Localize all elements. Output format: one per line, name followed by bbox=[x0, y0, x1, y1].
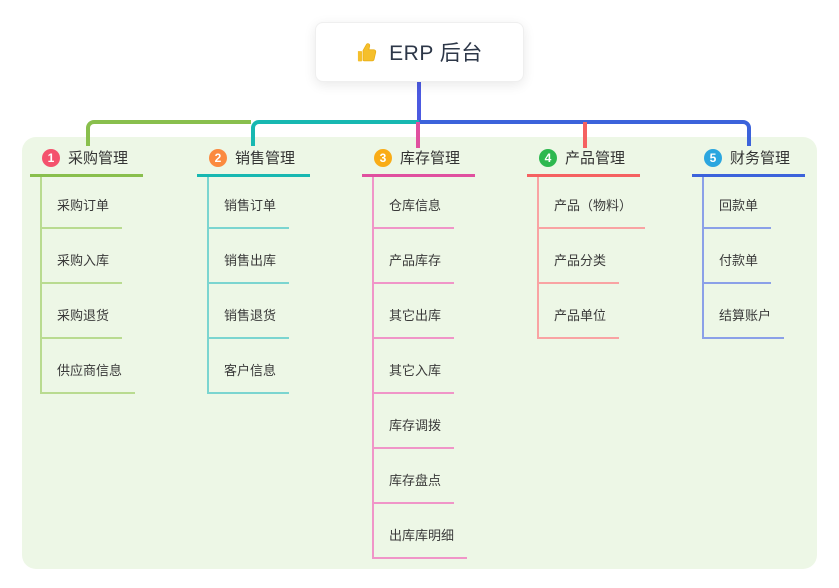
branch-children: 回款单 付款单 结算账户 bbox=[702, 177, 805, 339]
child-node-label: 销售出库 bbox=[224, 253, 277, 268]
child-node[interactable]: 结算账户 bbox=[704, 284, 785, 339]
child-node[interactable]: 客户信息 bbox=[209, 339, 290, 394]
branch-title-product[interactable]: 4 产品管理 bbox=[527, 145, 641, 177]
root-node[interactable]: ERP 后台 bbox=[315, 22, 524, 82]
child-node[interactable]: 采购入库 bbox=[42, 229, 123, 284]
child-node[interactable]: 其它入库 bbox=[374, 339, 455, 394]
child-node-label: 其它入库 bbox=[389, 363, 442, 378]
branch-title-label: 库存管理 bbox=[400, 150, 461, 167]
child-node[interactable]: 产品分类 bbox=[539, 229, 620, 284]
branch-number-badge: 4 bbox=[539, 148, 557, 167]
child-node-label: 产品分类 bbox=[554, 253, 607, 268]
branch-children: 销售订单 销售出库 销售退货 客户信息 bbox=[207, 177, 310, 394]
root-connector-line bbox=[417, 81, 421, 122]
connector-purchase bbox=[86, 120, 251, 146]
child-node-label: 其它出库 bbox=[389, 308, 442, 323]
child-node-label: 采购退货 bbox=[57, 308, 110, 323]
branch-number-badge: 2 bbox=[209, 148, 227, 167]
branch-children: 仓库信息 产品库存 其它出库 其它入库 库存调拨 库存盘点 出库库明细 bbox=[372, 177, 475, 559]
branch-title-inventory[interactable]: 3 库存管理 bbox=[362, 145, 476, 177]
child-node-label: 采购订单 bbox=[57, 198, 110, 213]
branch-number-badge: 1 bbox=[42, 148, 60, 167]
child-node-label: 付款单 bbox=[719, 253, 759, 268]
child-node[interactable]: 采购订单 bbox=[42, 177, 123, 229]
branch-finance: 5 财务管理 回款单 付款单 结算账户 bbox=[692, 145, 806, 339]
child-node-label: 销售订单 bbox=[224, 198, 277, 213]
branch-title-finance[interactable]: 5 财务管理 bbox=[692, 145, 806, 177]
child-node-label: 仓库信息 bbox=[389, 198, 442, 213]
child-node[interactable]: 供应商信息 bbox=[42, 339, 136, 394]
branch-title-label: 财务管理 bbox=[730, 150, 791, 167]
mindmap-background-panel bbox=[22, 137, 817, 569]
branch-number-badge: 5 bbox=[704, 148, 722, 167]
child-node[interactable]: 采购退货 bbox=[42, 284, 123, 339]
child-node[interactable]: 库存调拨 bbox=[374, 394, 455, 449]
connector-product bbox=[583, 122, 587, 148]
branch-title-purchase[interactable]: 1 采购管理 bbox=[30, 145, 144, 177]
branch-sales: 2 销售管理 销售订单 销售出库 销售退货 客户信息 bbox=[197, 145, 311, 394]
connector-sales bbox=[251, 120, 419, 146]
child-node[interactable]: 产品库存 bbox=[374, 229, 455, 284]
branch-title-label: 产品管理 bbox=[565, 150, 626, 167]
child-node-label: 回款单 bbox=[719, 198, 759, 213]
connector-inventory bbox=[416, 122, 420, 148]
branch-title-label: 采购管理 bbox=[68, 150, 129, 167]
child-node[interactable]: 付款单 bbox=[704, 229, 772, 284]
child-node[interactable]: 回款单 bbox=[704, 177, 772, 229]
child-node-label: 库存调拨 bbox=[389, 418, 442, 433]
thumbs-up-icon bbox=[356, 41, 379, 64]
child-node-label: 产品库存 bbox=[389, 253, 442, 268]
child-node-label: 采购入库 bbox=[57, 253, 110, 268]
branch-number-badge: 3 bbox=[374, 148, 392, 167]
child-node[interactable]: 出库库明细 bbox=[374, 504, 468, 559]
root-node-title: ERP 后台 bbox=[389, 42, 483, 65]
child-node-label: 产品单位 bbox=[554, 308, 607, 323]
branch-children: 产品（物料） 产品分类 产品单位 bbox=[537, 177, 646, 339]
branch-purchase: 1 采购管理 采购订单 采购入库 采购退货 供应商信息 bbox=[30, 145, 144, 394]
child-node-label: 销售退货 bbox=[224, 308, 277, 323]
child-node-label: 客户信息 bbox=[224, 363, 277, 378]
child-node[interactable]: 其它出库 bbox=[374, 284, 455, 339]
child-node[interactable]: 产品单位 bbox=[539, 284, 620, 339]
child-node[interactable]: 库存盘点 bbox=[374, 449, 455, 504]
branch-children: 采购订单 采购入库 采购退货 供应商信息 bbox=[40, 177, 143, 394]
child-node[interactable]: 仓库信息 bbox=[374, 177, 455, 229]
child-node[interactable]: 产品（物料） bbox=[539, 177, 646, 229]
child-node[interactable]: 销售退货 bbox=[209, 284, 290, 339]
branch-title-label: 销售管理 bbox=[235, 150, 296, 167]
child-node-label: 供应商信息 bbox=[57, 363, 123, 378]
child-node-label: 结算账户 bbox=[719, 308, 772, 323]
branch-inventory: 3 库存管理 仓库信息 产品库存 其它出库 其它入库 库存调拨 库存盘点 出库库… bbox=[362, 145, 476, 559]
child-node-label: 产品（物料） bbox=[554, 198, 633, 213]
branch-title-sales[interactable]: 2 销售管理 bbox=[197, 145, 311, 177]
branch-product: 4 产品管理 产品（物料） 产品分类 产品单位 bbox=[527, 145, 646, 339]
child-node[interactable]: 销售订单 bbox=[209, 177, 290, 229]
child-node-label: 出库库明细 bbox=[389, 528, 455, 543]
child-node[interactable]: 销售出库 bbox=[209, 229, 290, 284]
child-node-label: 库存盘点 bbox=[389, 473, 442, 488]
